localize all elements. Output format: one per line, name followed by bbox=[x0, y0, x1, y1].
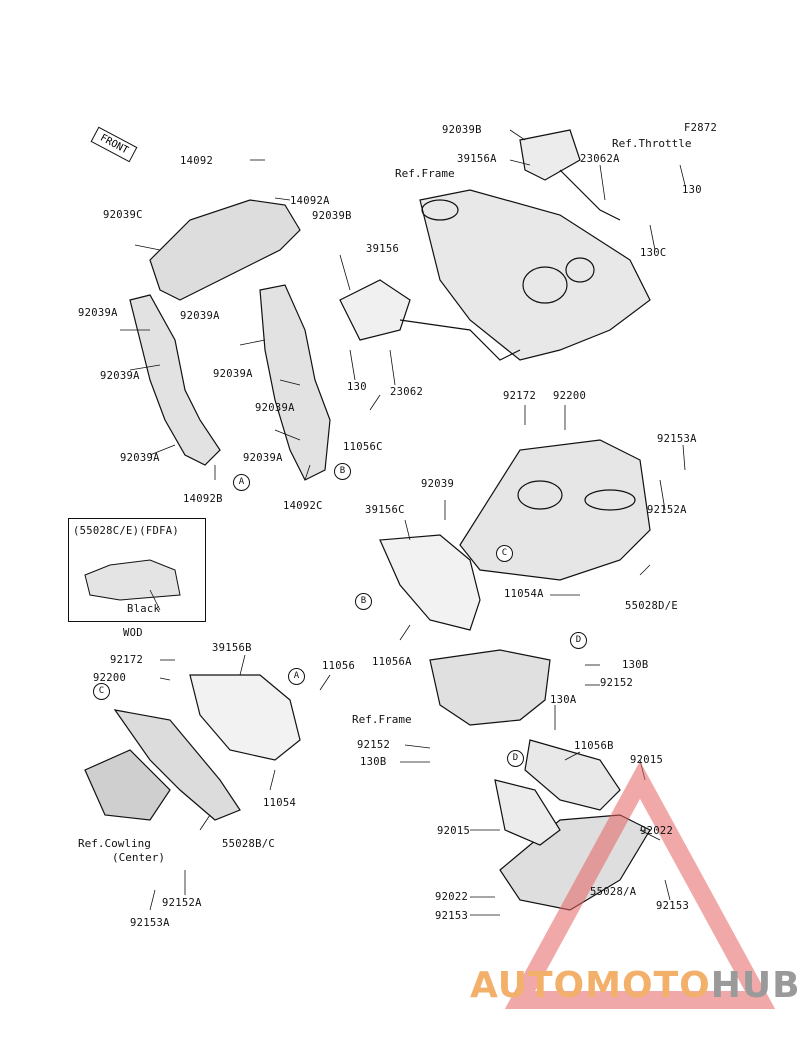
callout-a: A bbox=[233, 474, 250, 491]
label-39156: 39156 bbox=[366, 243, 400, 255]
watermark-triangle bbox=[504, 761, 776, 1009]
label-11056b: 11056B bbox=[574, 740, 614, 752]
label-92153a: 92153A bbox=[130, 917, 170, 929]
label-55028a: 55028/A bbox=[590, 886, 637, 898]
label-92039: 92039 bbox=[421, 478, 455, 490]
callout-a: A bbox=[288, 668, 305, 685]
label-14092: 14092 bbox=[180, 155, 214, 167]
ref-cowling-center: Ref.Cowling bbox=[78, 837, 151, 850]
inset-title: (55028C/E)(FDFA) bbox=[73, 525, 179, 537]
label-92039a: 92039A bbox=[120, 452, 160, 464]
label-92172: 92172 bbox=[110, 654, 144, 666]
label-39156c: 39156C bbox=[365, 504, 405, 516]
label-130b: 130B bbox=[360, 756, 387, 768]
watermark-part1: AUTOMOTO bbox=[470, 965, 711, 1006]
label-11056a: 11056A bbox=[372, 656, 412, 668]
label-130: 130 bbox=[347, 381, 367, 393]
inset-color-label: Black bbox=[127, 603, 161, 615]
label-11054: 11054 bbox=[263, 797, 297, 809]
frame-lower bbox=[429, 649, 551, 726]
label-92015: 92015 bbox=[437, 825, 471, 837]
label-92152: 92152 bbox=[357, 739, 391, 751]
label-39156a: 39156A bbox=[457, 153, 497, 165]
callout-c: C bbox=[93, 683, 110, 700]
label-11056c: 11056C bbox=[343, 441, 383, 453]
callout-c: C bbox=[496, 545, 513, 562]
label-92039a: 92039A bbox=[213, 368, 253, 380]
label-55028bc: 55028B/C bbox=[222, 838, 275, 850]
bracket-11056b bbox=[524, 739, 621, 811]
label-92172: 92172 bbox=[503, 390, 537, 402]
side-cowling bbox=[459, 439, 651, 581]
ref-frame-top: Ref.Frame bbox=[395, 167, 455, 180]
label-14092c: 14092C bbox=[283, 500, 323, 512]
label-92152a: 92152A bbox=[647, 504, 687, 516]
label-130b: 130B bbox=[622, 659, 649, 671]
label-130: 130 bbox=[682, 184, 702, 196]
callout-d: D bbox=[507, 750, 524, 767]
shield-39156b bbox=[189, 674, 301, 761]
label-92153a: 92153A bbox=[657, 433, 697, 445]
label-92022: 92022 bbox=[435, 891, 469, 903]
label-92015: 92015 bbox=[630, 754, 664, 766]
label-92022: 92022 bbox=[640, 825, 674, 837]
label-92039b: 92039B bbox=[442, 124, 482, 136]
shield-39156c bbox=[379, 534, 481, 631]
label-130c: 130C bbox=[640, 247, 667, 259]
label-55028de: 55028D/E bbox=[625, 600, 678, 612]
watermark-part2: HUB bbox=[710, 965, 800, 1006]
label-92039a: 92039A bbox=[78, 307, 118, 319]
bracket-39156 bbox=[339, 279, 411, 341]
ref-cowling-center-2: (Center) bbox=[112, 851, 165, 864]
label-92153: 92153 bbox=[656, 900, 690, 912]
figure-code: F2872 bbox=[684, 122, 718, 134]
ref-frame-mid: Ref.Frame bbox=[352, 713, 412, 726]
label-130a: 130A bbox=[550, 694, 577, 706]
label-14092a: 14092A bbox=[290, 195, 330, 207]
callout-d: D bbox=[570, 632, 587, 649]
label-92039c: 92039C bbox=[103, 209, 143, 221]
lower-cowling-left bbox=[113, 709, 241, 821]
inner-duct-14092a bbox=[149, 199, 301, 301]
label-23062: 23062 bbox=[390, 386, 424, 398]
inset-below-label: WOD bbox=[123, 627, 143, 639]
ref-throttle: Ref.Throttle bbox=[612, 137, 692, 150]
label-92039a: 92039A bbox=[100, 370, 140, 382]
label-23062a: 23062A bbox=[580, 153, 620, 165]
label-92200: 92200 bbox=[553, 390, 587, 402]
label-11056: 11056 bbox=[322, 660, 356, 672]
frame-tank bbox=[419, 189, 651, 361]
center-cowling bbox=[84, 749, 171, 821]
watermark: AUTOMOTOHUB bbox=[470, 965, 800, 1006]
label-92152: 92152 bbox=[600, 677, 634, 689]
label-92039b: 92039B bbox=[312, 210, 352, 222]
label-39156b: 39156B bbox=[212, 642, 252, 654]
inset-box: (55028C/E)(FDFA) Black bbox=[68, 518, 206, 622]
label-92039a: 92039A bbox=[255, 402, 295, 414]
label-92039a: 92039A bbox=[243, 452, 283, 464]
inner-cover-14092b bbox=[129, 294, 221, 466]
label-92200: 92200 bbox=[93, 672, 127, 684]
inner-cover-14092c bbox=[259, 284, 331, 481]
label-11054a: 11054A bbox=[504, 588, 544, 600]
callout-b: B bbox=[334, 463, 351, 480]
callout-b: B bbox=[355, 593, 372, 610]
inset-part bbox=[84, 559, 181, 601]
label-92152a: 92152A bbox=[162, 897, 202, 909]
label-14092b: 14092B bbox=[183, 493, 223, 505]
bracket-39156a bbox=[519, 129, 581, 181]
label-92153: 92153 bbox=[435, 910, 469, 922]
label-92039a: 92039A bbox=[180, 310, 220, 322]
